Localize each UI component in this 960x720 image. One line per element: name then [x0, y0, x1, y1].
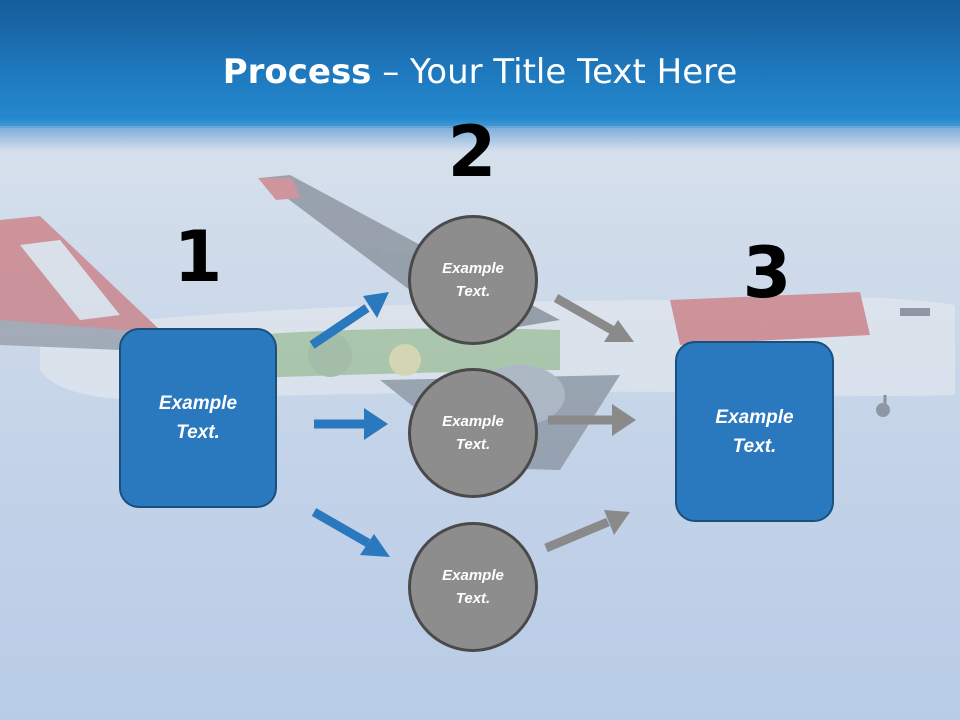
step-3-box-text: Example Text.: [715, 403, 793, 461]
step-1-box[interactable]: Example Text.: [119, 328, 277, 508]
title-band-fade: [0, 126, 960, 152]
circle-text-line: Example: [442, 567, 504, 584]
arrow-middle-to-right: [548, 404, 636, 436]
arrow-left-to-top: [309, 292, 389, 349]
step-1-box-text: Example Text.: [159, 389, 237, 447]
arrow-top-to-right: [553, 294, 634, 342]
box-text-line: Example: [715, 406, 794, 428]
arrow-left-to-middle: [314, 408, 388, 440]
step-number-2: 2: [447, 111, 497, 193]
title-band: [0, 0, 960, 128]
circle-text-line: Text.: [455, 283, 491, 300]
arrow-bottom-to-right: [544, 510, 630, 553]
step-2-circle-bottom[interactable]: Example Text.: [408, 522, 538, 652]
circle-text-line: Example: [442, 260, 504, 277]
step-number-3: 3: [742, 232, 792, 314]
arrow-left-to-bottom: [311, 508, 390, 557]
step-2-circle-middle[interactable]: Example Text.: [408, 368, 538, 498]
box-text-line: Text.: [176, 422, 220, 443]
circle-text: Example Text.: [442, 257, 504, 303]
step-2-circle-top[interactable]: Example Text.: [408, 215, 538, 345]
title-rest-text: – Your Title Text Here: [371, 52, 738, 92]
circle-text-line: Text.: [455, 436, 491, 453]
box-text-line: Example: [158, 393, 238, 414]
box-text-line: Text.: [732, 435, 777, 457]
circle-text-line: Text.: [455, 590, 491, 607]
title-bold-text: Process: [222, 52, 372, 92]
step-number-1: 1: [173, 216, 223, 298]
circle-text: Example Text.: [442, 564, 504, 610]
slide-title[interactable]: Process – Your Title Text Here: [0, 52, 960, 92]
circle-text-line: Example: [442, 413, 504, 430]
step-3-box[interactable]: Example Text.: [675, 341, 834, 522]
circle-text: Example Text.: [442, 410, 504, 456]
